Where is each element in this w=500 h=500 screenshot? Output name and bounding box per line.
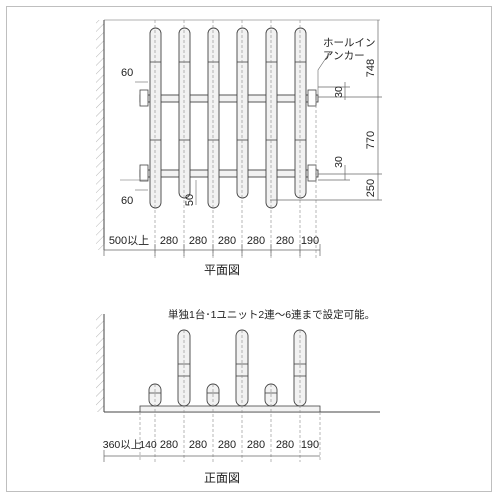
plan-bottom-dim-7: 190 bbox=[301, 235, 319, 247]
front-bottom-dim-7: 280 bbox=[276, 439, 294, 451]
front-view: 単独1台･1ユニット2連～6連まで設定可能。 bbox=[96, 308, 380, 485]
front-bottom-dim-4: 280 bbox=[189, 439, 207, 451]
plan-view: ホールイン アンカー 748 770 250 30 30 60 60 50 50… bbox=[96, 19, 382, 277]
plan-post-6 bbox=[294, 27, 307, 199]
front-bottom-dim-2: 140 bbox=[139, 439, 157, 451]
wall-hatch-front bbox=[96, 314, 104, 412]
plan-dim-60-bottom: 60 bbox=[121, 195, 133, 207]
plan-post-4 bbox=[236, 27, 249, 199]
anchor-left-bottom bbox=[139, 164, 149, 182]
plan-bottom-dim-6: 280 bbox=[276, 235, 294, 247]
anchor-left-top bbox=[139, 89, 149, 107]
anchor-label-line2: アンカー bbox=[323, 50, 365, 62]
figure-frame bbox=[6, 6, 492, 492]
front-bottom-dim-8: 190 bbox=[301, 439, 319, 451]
front-bottom-dim-1: 360以上 bbox=[103, 439, 142, 451]
wall-hatch-plan bbox=[96, 20, 104, 250]
plan-bottom-dim-1: 500以上 bbox=[109, 234, 149, 247]
front-view-title: 正面図 bbox=[204, 471, 240, 485]
plan-dim-30-a: 30 bbox=[333, 86, 345, 98]
plan-post-3 bbox=[207, 27, 220, 209]
front-base-bar bbox=[139, 405, 321, 413]
front-view-note: 単独1台･1ユニット2連～6連まで設定可能。 bbox=[168, 308, 375, 321]
plan-dim-30-b: 30 bbox=[333, 156, 345, 168]
plan-dim-770: 770 bbox=[365, 131, 377, 149]
plan-bottom-dim-3: 280 bbox=[189, 235, 207, 247]
front-bottom-dim-6: 280 bbox=[247, 439, 265, 451]
plan-posts bbox=[149, 27, 307, 209]
plan-dim-250: 250 bbox=[365, 179, 377, 197]
front-bottom-dim-3: 280 bbox=[160, 439, 178, 451]
plan-dim-748: 748 bbox=[365, 59, 377, 77]
anchor-label-line1: ホールイン bbox=[323, 37, 376, 49]
front-bottom-dim-5: 280 bbox=[218, 439, 236, 451]
plan-bottom-dim-4: 280 bbox=[218, 235, 236, 247]
plan-dim-50: 50 bbox=[184, 194, 196, 206]
plan-bottom-dim-2: 280 bbox=[160, 235, 178, 247]
anchor-right-top bbox=[307, 89, 317, 107]
plan-dim-60-top: 60 bbox=[121, 67, 133, 79]
plan-post-2 bbox=[178, 27, 191, 199]
plan-post-5 bbox=[265, 27, 278, 209]
plan-post-1 bbox=[149, 27, 162, 209]
plan-view-title: 平面図 bbox=[204, 263, 240, 277]
plan-bottom-dim-5: 280 bbox=[247, 235, 265, 247]
